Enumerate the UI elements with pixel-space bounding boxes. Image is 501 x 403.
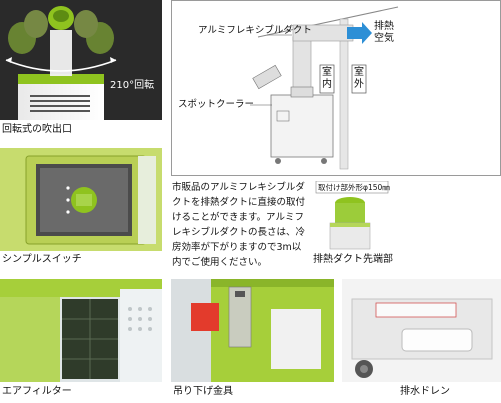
hanger-photo	[171, 279, 334, 382]
caption-switch: シンプルスイッチ	[2, 254, 82, 265]
drain-photo	[342, 279, 501, 382]
outlet-photo: 210°回転	[0, 0, 162, 120]
duct-installation-diagram	[250, 6, 399, 170]
diagram-indoor-label: 室 内	[322, 67, 332, 90]
caption-hanger: 吊り下げ金具	[173, 386, 233, 397]
duct-description: 市販品のアルミフレキシブルダクトを排熱ダクトに直接の取付けることができます。アル…	[172, 182, 306, 268]
switch-illustration	[0, 148, 162, 251]
diagram-exhaust-label: 排熱 空気	[374, 21, 394, 44]
caption-duct-tip: 排熱ダクト先端部	[313, 254, 393, 265]
caption-outlet: 回転式の吹出口	[2, 124, 72, 135]
rotation-label: 210°回転	[110, 80, 155, 91]
diagram-outdoor-label: 室 外	[354, 67, 364, 90]
drain-illustration	[342, 279, 501, 382]
duct-tip-photo: 取付け部外形φ150㎜	[310, 181, 390, 257]
filter-photo	[0, 279, 162, 382]
diagram-duct-label: アルミフレキシブルダクト	[198, 25, 312, 36]
caption-drain: 排水ドレン	[400, 386, 450, 397]
outlet-illustration	[0, 0, 162, 120]
tip-size-label: 取付け部外形φ150㎜	[318, 183, 390, 192]
caption-filter: エアフィルター	[2, 386, 72, 397]
hanger-illustration	[171, 279, 334, 382]
diagram-cooler-label: スポットクーラー	[178, 99, 255, 110]
filter-illustration	[0, 279, 162, 382]
switch-photo	[0, 148, 162, 251]
duct-tip-illustration	[315, 181, 389, 250]
duct-diagram: アルミフレキシブルダクト 排熱 空気 スポットクーラー 室 内 室 外	[171, 0, 501, 176]
